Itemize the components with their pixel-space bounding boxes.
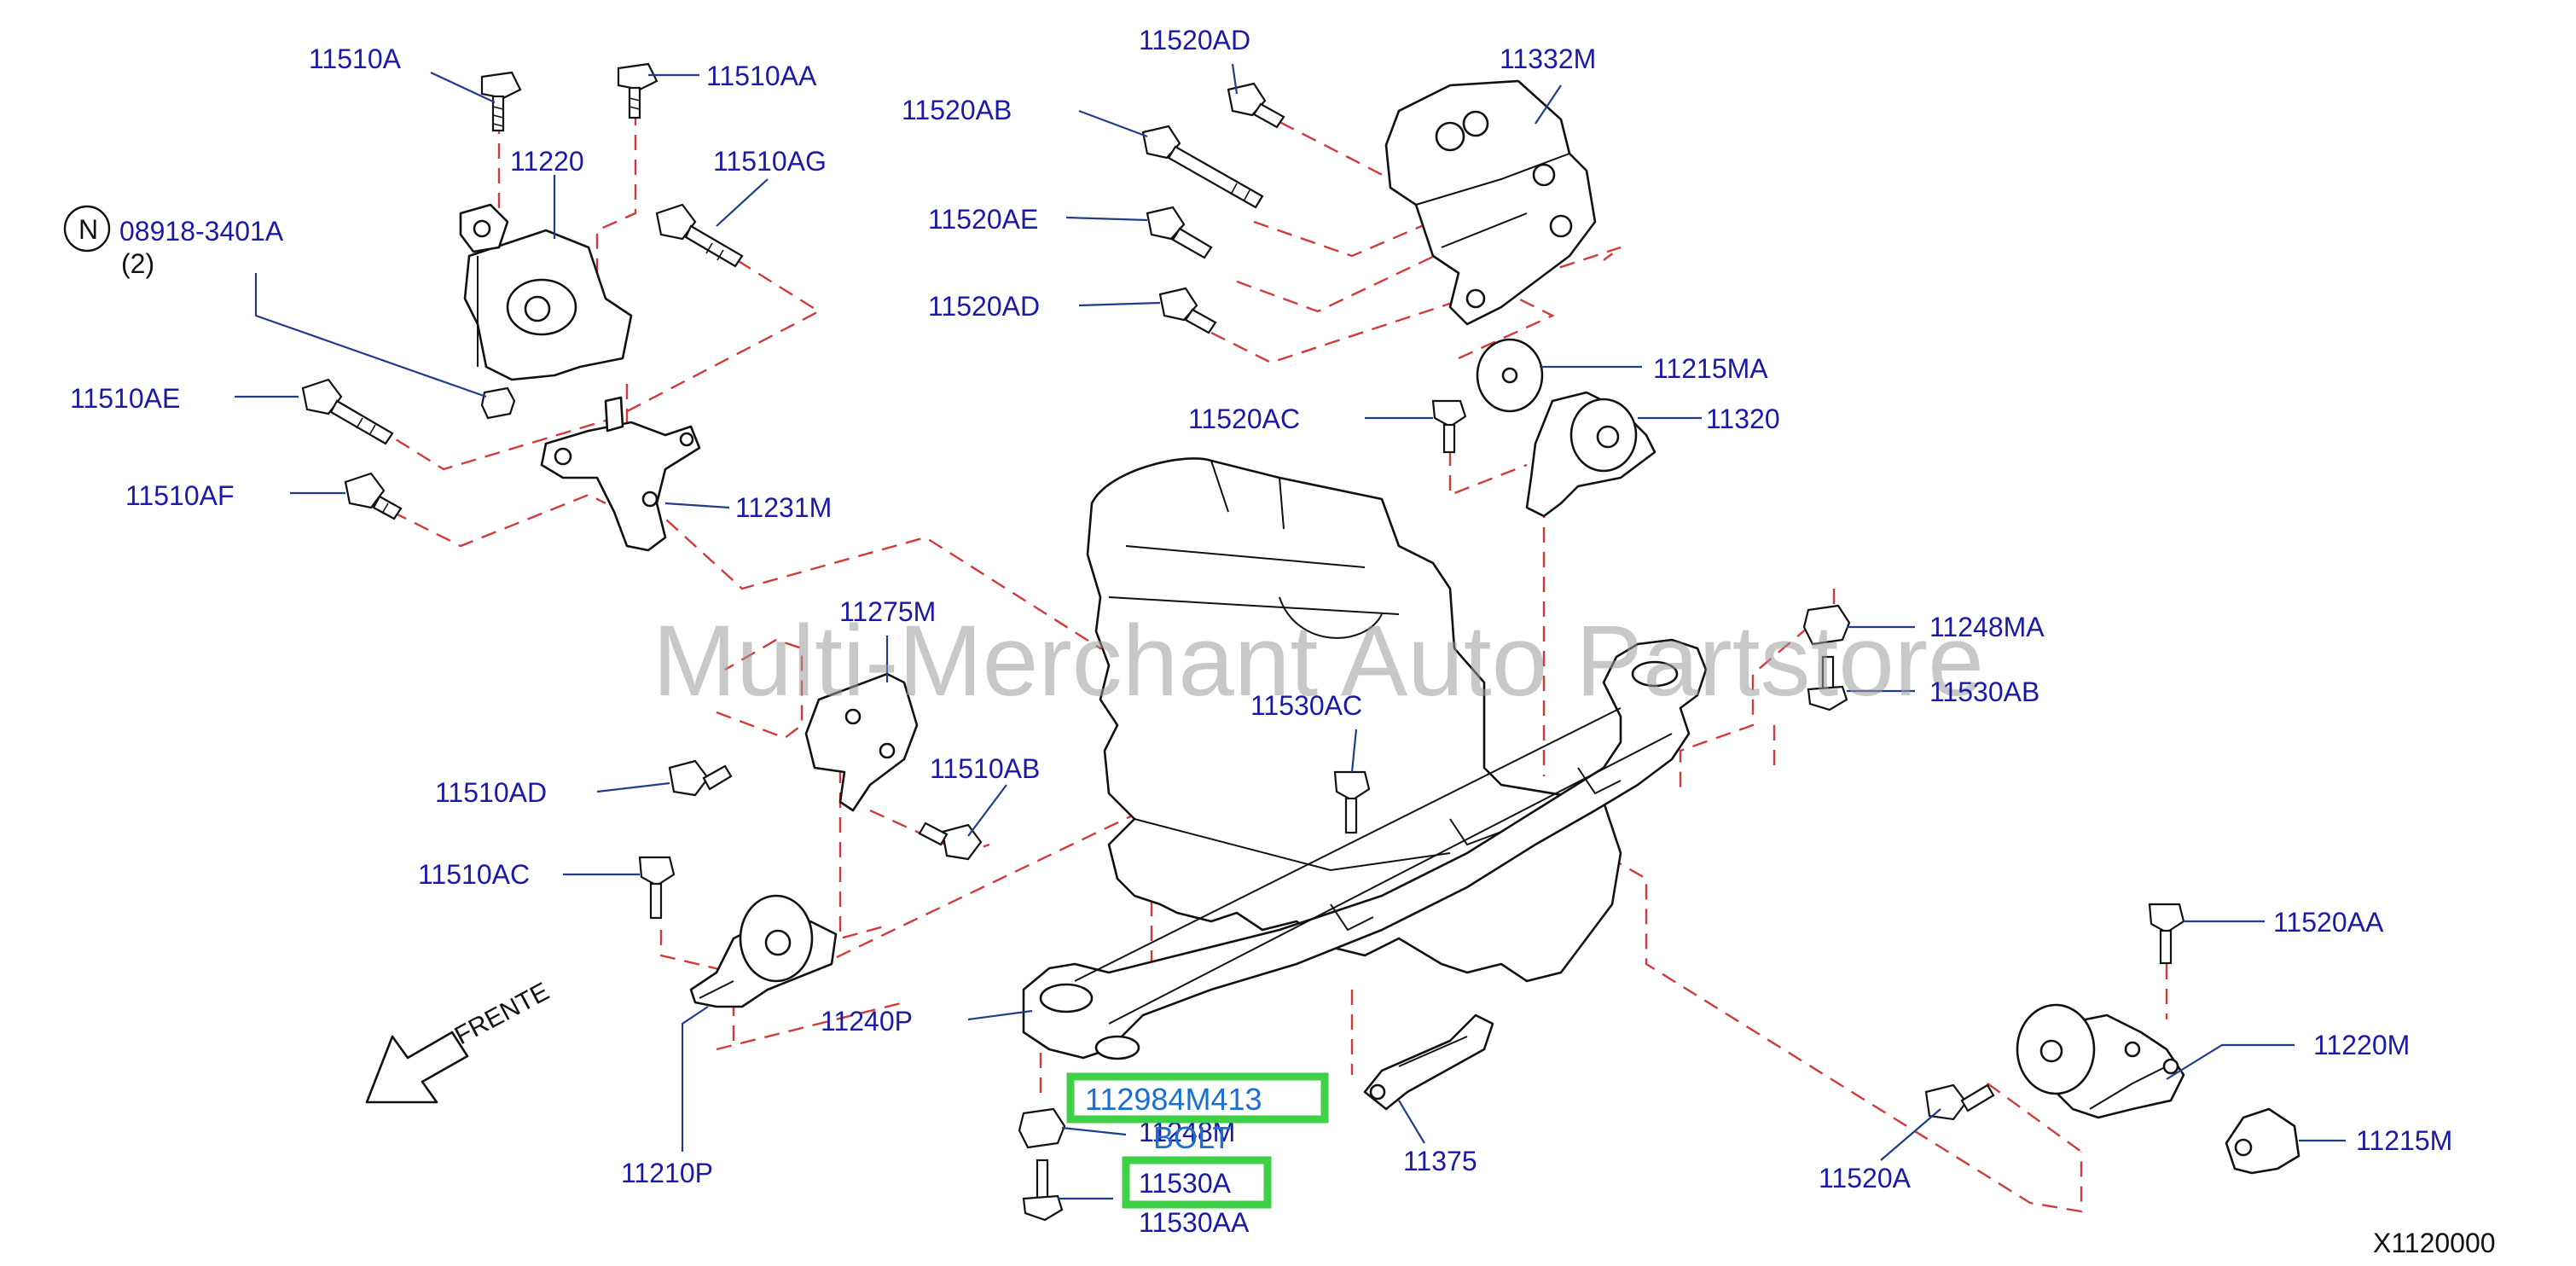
label-11248MA[interactable]: 11248MA [1929,612,2045,642]
bolt-11510AG [655,203,744,268]
label-11510AA[interactable]: 11510AA [706,61,817,91]
mount-11220 [459,203,633,381]
bolt-11510AA [617,62,659,119]
highlighted-part[interactable]: 112984M413 BOLT 11530A [1066,1072,1329,1209]
part-number-highlight-box [1066,1072,1329,1124]
crossmember [1022,638,1708,1060]
bolt-11510AC [638,856,676,920]
label-11520AA[interactable]: 11520AA [2273,907,2384,938]
label-11530AC[interactable]: 11530AC [1250,690,1362,721]
label-11375[interactable]: 11375 [1403,1146,1477,1176]
bolt-11530AA [1022,1159,1064,1222]
bolt-11520AD-mid [1158,287,1217,334]
label-11520AD-top[interactable]: 11520AD [1139,25,1250,55]
callout-highlight-box [1122,1156,1272,1209]
label-11520AC[interactable]: 11520AC [1188,404,1300,434]
label-11510AC[interactable]: 11510AC [418,859,530,890]
note-circle [63,205,111,253]
label-11530AB[interactable]: 11530AB [1929,677,2039,707]
note-marker: N (2) [63,205,154,279]
bolt-11520AB [1141,125,1264,209]
bolt-11510A [480,71,522,132]
label-11510AF[interactable]: 11510AF [125,480,235,511]
bracket-11275M [804,672,919,812]
bolt-11510AD [668,759,733,797]
label-11520A[interactable]: 11520A [1819,1163,1912,1193]
mount-11210P [689,894,838,1008]
label-11231M[interactable]: 11231M [735,492,832,523]
label-08918-3401A[interactable]: 08918-3401A [119,216,284,247]
watermark-text: Multi-Merchant Auto Partstore [653,605,1984,717]
label-11210P[interactable]: 11210P [621,1158,713,1188]
label-11275M[interactable]: 11275M [839,596,936,627]
bracket-11215M [2225,1107,2300,1175]
bolt-11520AD-top [1227,82,1285,129]
bolt-11520A [1924,1083,1995,1121]
bolt-11520AC [1431,399,1467,454]
bolt-11520AE [1146,206,1213,259]
label-11510AE[interactable]: 11510AE [70,383,180,414]
note-symbol: N [78,214,98,245]
label-11510AD[interactable]: 11510AD [435,777,547,808]
bolt-11530AC [1333,770,1371,834]
direction-label: FRENTE [450,978,554,1050]
label-11332M[interactable]: 11332M [1500,44,1596,74]
bolt-11510AE [301,378,394,445]
label-11240P[interactable]: 11240P [821,1006,913,1037]
label-11220M[interactable]: 11220M [2313,1030,2410,1060]
bracket-11231M [540,396,701,552]
bracket-11332M [1384,79,1597,326]
label-11520AE[interactable]: 11520AE [928,204,1038,235]
label-11510A[interactable]: 11510A [309,44,402,74]
rod-11375 [1363,1013,1494,1111]
bolt-11530AB [1807,655,1848,711]
bolt-11520AA [2148,903,2185,965]
note-qty: (2) [121,248,154,279]
bolt-11510AB [918,822,983,861]
fasteners [301,62,2185,1222]
highlighted-part-name: BOLT [1153,1120,1231,1155]
highlighted-part-number[interactable]: 112984M413 [1085,1082,1262,1117]
label-11510AG[interactable]: 11510AG [713,146,827,177]
highlighted-callout[interactable]: 11530A [1139,1168,1232,1199]
bolt-11510AF [344,472,403,520]
nut-11248MA [1802,604,1851,646]
label-11510AB[interactable]: 11510AB [930,753,1040,784]
nut-08918 [480,386,516,420]
label-11220[interactable]: 11220 [510,146,584,177]
mount-11320 [1476,338,1656,518]
label-11520AD-mid[interactable]: 11520AD [928,291,1040,322]
label-11215MA[interactable]: 11215MA [1653,353,1768,384]
part-labels: 11510A 11510AA 11220 11510AG 08918-3401A… [70,25,2452,1238]
label-11530AA[interactable]: 11530AA [1139,1207,1250,1238]
label-11215M[interactable]: 11215M [2356,1125,2452,1156]
leader-lines [235,63,2346,1200]
label-11520AB[interactable]: 11520AB [902,95,1012,125]
label-11320[interactable]: 11320 [1706,404,1780,434]
nut-11248M [1018,1107,1066,1149]
front-direction-arrow: FRENTE [365,978,554,1104]
mount-11220M [2016,1003,2185,1119]
drawing-code: X1120000 [2373,1228,2496,1258]
